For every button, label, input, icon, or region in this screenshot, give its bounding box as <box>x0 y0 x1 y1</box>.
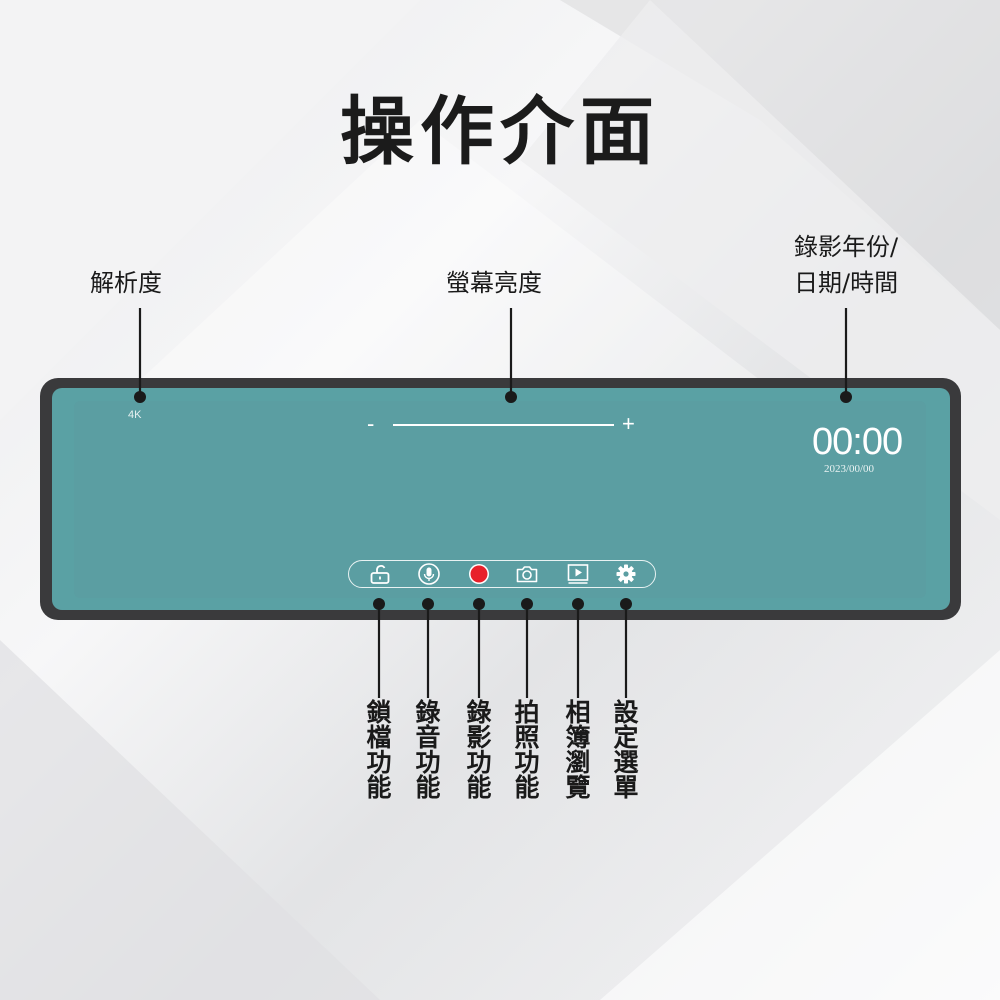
photo-capture-label: 拍照功能 <box>514 698 540 802</box>
camera-icon <box>516 566 538 583</box>
function-toolbar <box>348 560 656 588</box>
video-record-label: 錄影功能 <box>466 698 492 802</box>
settings-menu-button[interactable] <box>614 563 638 585</box>
brightness-increase-button[interactable]: + <box>622 411 635 436</box>
mirror-screen <box>74 401 926 598</box>
record-icon <box>469 564 489 584</box>
settings-menu-label: 設定選單 <box>613 698 639 802</box>
recording-time: 00:00 <box>812 421 903 463</box>
gear-icon <box>616 564 636 584</box>
brightness-callout: 螢幕亮度 <box>446 269 542 297</box>
recording-date: 2023/00/00 <box>823 463 875 475</box>
lock-file-label: 鎖檔功能 <box>366 698 392 802</box>
album-browse-button[interactable] <box>566 563 590 585</box>
playback-icon <box>567 564 589 584</box>
unlock-icon <box>370 565 390 584</box>
datetime-callout-line2: 日期/時間 <box>794 269 899 297</box>
resolution-callout: 解析度 <box>90 269 162 297</box>
brightness-decrease-button[interactable]: - <box>367 411 375 436</box>
resolution-indicator: 4K <box>128 409 142 421</box>
audio-record-button[interactable] <box>417 563 441 585</box>
audio-record-label: 錄音功能 <box>415 698 441 802</box>
album-browse-label: 相簿瀏覽 <box>565 698 591 802</box>
photo-capture-button[interactable] <box>515 563 539 585</box>
brightness-slider[interactable] <box>393 424 614 426</box>
page-title: 操作介面 <box>340 89 660 175</box>
microphone-icon <box>418 563 440 585</box>
lock-file-button[interactable] <box>368 563 392 585</box>
video-record-button[interactable] <box>467 563 491 585</box>
datetime-callout-line1: 錄影年份/ <box>794 233 899 261</box>
